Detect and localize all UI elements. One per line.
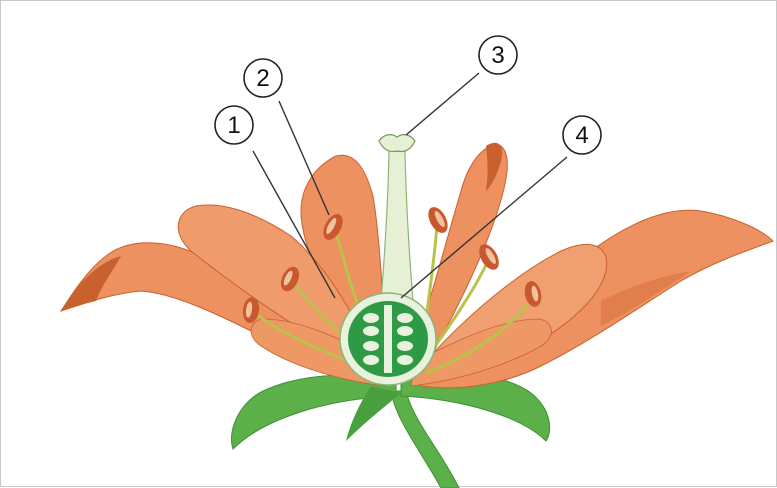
stem [391, 391, 459, 488]
callout-label-2: 2 [256, 65, 269, 92]
callout-1: 1 [215, 106, 253, 144]
anther-right-1 [424, 204, 451, 236]
callout-3: 3 [479, 36, 517, 74]
callout-label-1: 1 [227, 112, 240, 139]
stigma [379, 135, 415, 152]
leader-line-3 [406, 73, 479, 135]
callout-label-4: 4 [575, 122, 588, 149]
callout-4: 4 [563, 116, 601, 154]
callout-label-3: 3 [491, 42, 504, 69]
pistil-style [381, 151, 413, 301]
ovary [340, 293, 436, 385]
callout-2: 2 [244, 59, 282, 97]
